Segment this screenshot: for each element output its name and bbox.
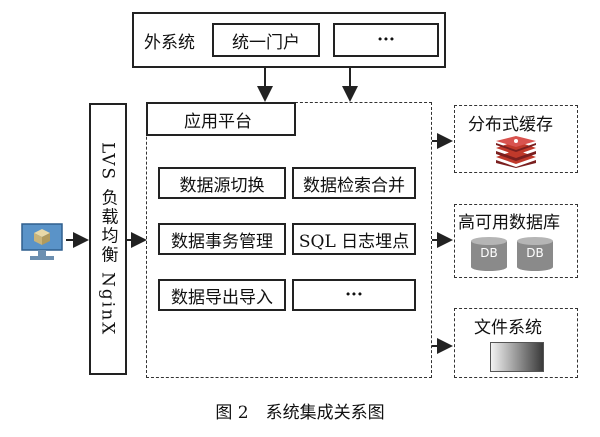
file-system-box [454,308,578,378]
unified-portal-box: 统一门户 [212,23,320,57]
monitor-icon [20,222,64,262]
database-icon: DB [470,236,508,272]
external-system-title: 外系统 [144,32,195,53]
figure-caption: 图 2 系统集成关系图 [215,403,385,423]
module-label: 数据检索合并 [303,175,405,196]
ha-database-label: 高可用数据库 [458,213,560,233]
load-balancer-box: LVS 负载均衡 NginX [89,103,127,375]
module-label: 数据事务管理 [171,231,273,252]
database-icon-text: DB [526,246,544,260]
ha-database-box [454,204,578,278]
module-sql-logging: SQL 日志埋点 [292,223,416,255]
app-platform-title: 应用平台 [184,111,252,132]
database-icon: DB [516,236,554,272]
distributed-cache-box [454,105,578,173]
load-balancer-label: LVS 负载均衡 NginX [97,141,118,337]
distributed-cache-label: 分布式缓存 [468,115,553,135]
external-more-label: ··· [377,30,395,50]
module-label: SQL 日志埋点 [298,231,410,252]
module-more: ··· [292,279,416,311]
module-datasource-switch: 数据源切换 [158,167,286,199]
module-label: 数据导出导入 [171,287,273,308]
module-transaction-mgmt: 数据事务管理 [158,223,286,255]
module-export-import: 数据导出导入 [158,279,286,311]
module-label: ··· [345,285,363,305]
file-system-label: 文件系统 [474,318,542,338]
database-icon-text: DB [480,246,498,260]
unified-portal-label: 统一门户 [232,32,300,53]
module-label: 数据源切换 [179,175,265,196]
module-query-merge: 数据检索合并 [292,167,416,199]
external-more-box: ··· [333,23,439,57]
app-platform-title-box: 应用平台 [146,102,296,136]
redis-stack-icon [492,136,540,168]
file-storage-icon [490,342,544,372]
